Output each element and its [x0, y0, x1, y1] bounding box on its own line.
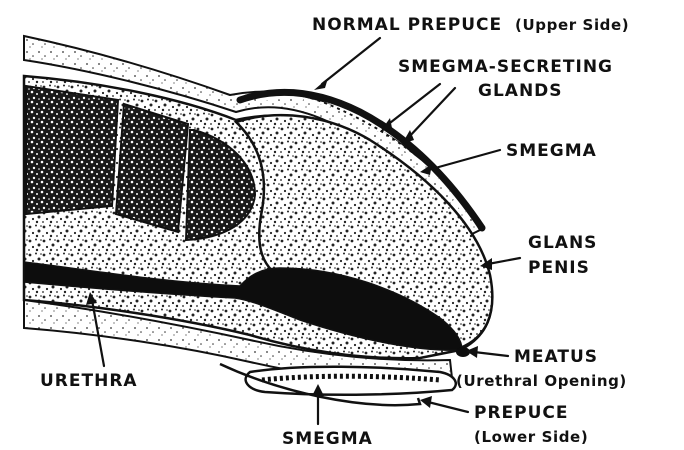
leader-normal-prepuce — [314, 38, 380, 90]
label-meatus: MEATUS — [514, 347, 598, 367]
label-smegma-secreting: SMEGMA-SECRETING — [398, 57, 613, 77]
label-prepuce-side: (Lower Side) — [474, 428, 588, 446]
label-glans: GLANS — [528, 233, 597, 253]
label-urethra: URETHRA — [40, 371, 138, 391]
label-penis: PENIS — [528, 258, 590, 278]
label-prepuce: PREPUCE — [474, 403, 569, 423]
label-meatus-sub: (Urethral Opening) — [456, 372, 627, 390]
label-smegma-upper: SMEGMA — [506, 141, 597, 161]
leader-meatus — [466, 346, 508, 358]
corpus-compartment-2 — [116, 104, 188, 232]
corpus-compartment-1 — [26, 86, 118, 214]
label-glands: GLANDS — [478, 81, 563, 101]
label-normal-prepuce: NORMAL PREPUCE (Upper Side) — [312, 15, 629, 35]
leader-lower-prepuce — [420, 396, 468, 412]
label-smegma-lower: SMEGMA — [282, 429, 373, 449]
